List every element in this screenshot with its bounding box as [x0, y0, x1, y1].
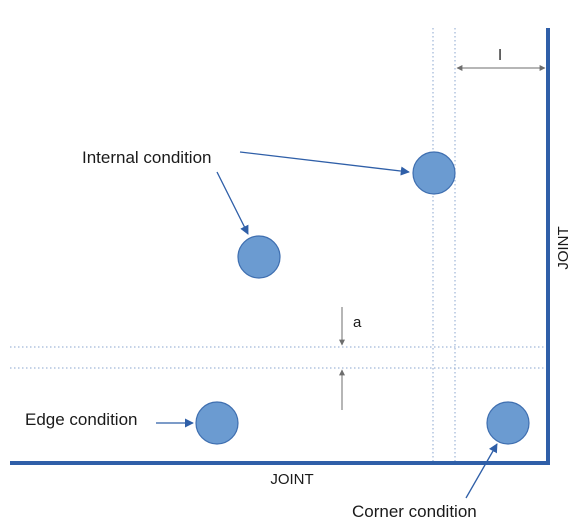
corner-condition-label: Corner condition: [352, 502, 477, 521]
joint-right-label: JOINT: [555, 226, 572, 269]
edge-condition-label: Edge condition: [25, 410, 137, 429]
edge-circle: [195, 401, 239, 445]
internal-pointer-arrow-2: [216, 171, 249, 235]
joint-bottom-label: JOINT: [270, 471, 313, 488]
internal-circle: [237, 235, 281, 279]
internal-circle-on-strip: [412, 151, 456, 195]
corner-circle: [486, 401, 530, 445]
dimension-a-label: a: [353, 314, 362, 331]
internal-condition-label: Internal condition: [82, 148, 211, 167]
dimension-l-label: l: [498, 47, 501, 64]
internal-pointer-arrow-1: [239, 151, 410, 176]
corner-pointer-arrow: [465, 443, 498, 499]
